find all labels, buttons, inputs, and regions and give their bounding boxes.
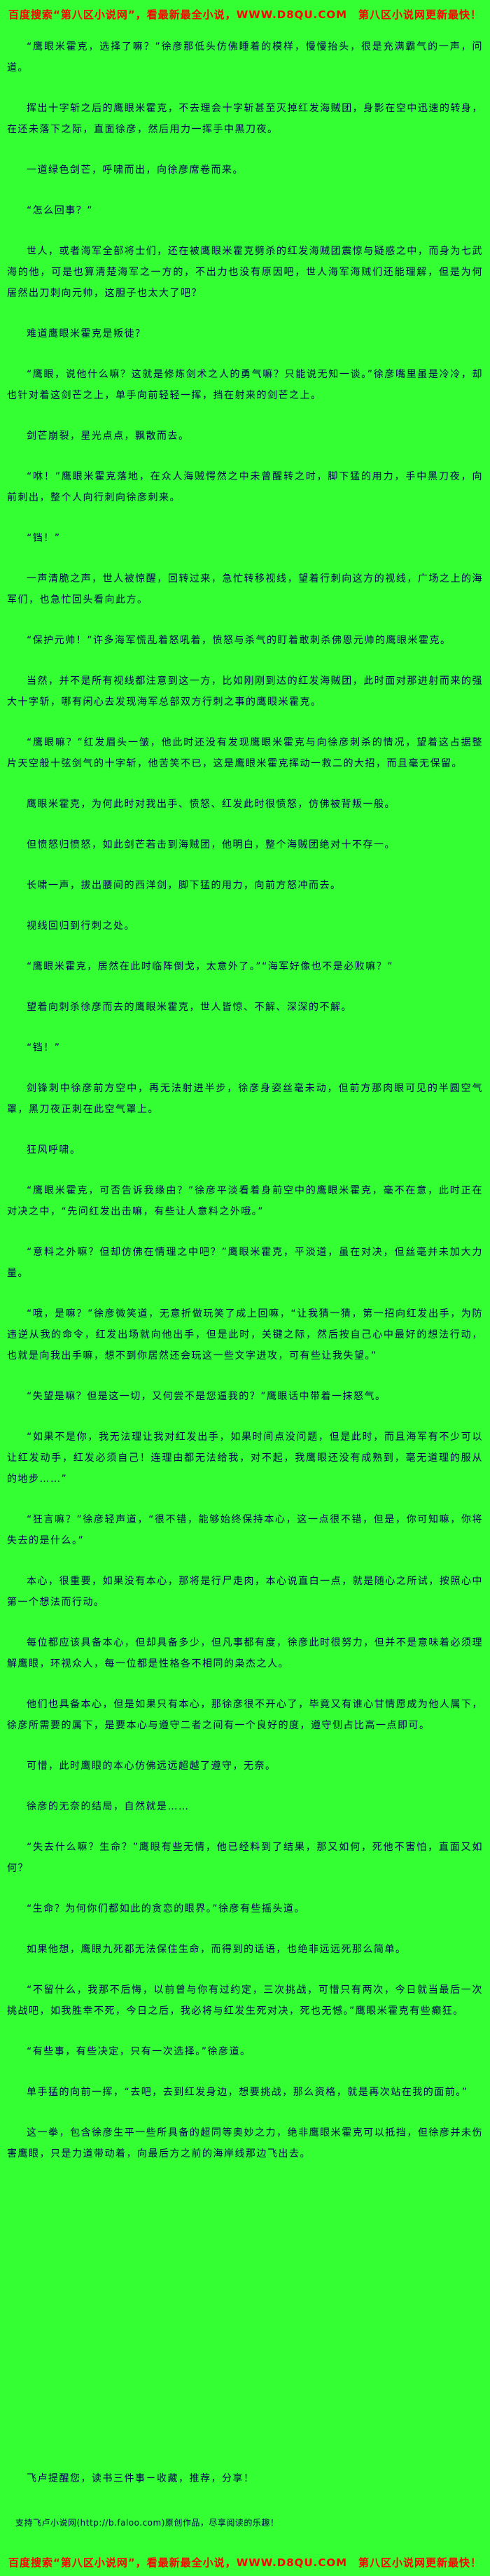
paragraph: “狂言嘛？”徐彦轻声道，“很不错，能够始终保持本心，这一点很不错，但是，你可知嘛… <box>7 1514 483 1546</box>
paragraph: 世人，或者海军全部将士们，还在被鹰眼米霍克劈杀的红发海贼团震惊与疑惑之中，而身为… <box>7 246 483 299</box>
paragraph: 本心，很重要，如果没有本心，那将是行尸走肉，本心说直白一点，就是随心之所试，按照… <box>7 1576 483 1608</box>
paragraph: “鹰眼，说他什么嘛？这就是修炼剑术之人的勇气嘛？只能说无知一谈。”徐彦嘴里虽是冷… <box>7 369 483 401</box>
paragraph: “铛！” <box>27 1042 61 1054</box>
paragraph: 但愤怒归愤怒，如此剑芒若击到海贼团，他明白，整个海贼团绝对十不存一。 <box>27 839 396 850</box>
page-footer: 飞卢提醒您，读书三件事－收藏，推荐，分享！ 支持飞卢小说网(http://b.f… <box>7 2463 483 2572</box>
paragraph: 剑锋刺中徐彦前方空中，再无法射进半步，徐彦身姿丝毫未动，但前方那肉眼可见的半圆空… <box>7 1083 483 1115</box>
top-ad-banner: 百度搜索“第八区小说网”，看最新最全小说，WWW.D8QU.COM 第八区小说网… <box>8 8 482 21</box>
paragraph: “失望是嘛？但是这一切，又何尝不是您逼我的？”鹰眼话中带着一抹怒气。 <box>27 1391 386 1402</box>
paragraph: 狂风呼啸。 <box>27 1144 81 1156</box>
paragraph: “咻！”鹰眼米霍克落地，在众人海贼愕然之中未曾醒转之时，脚下猛的用力，手中黑刀夜… <box>7 471 483 503</box>
paragraph: 难道鹰眼米霍克是叛徒？ <box>27 328 146 340</box>
paragraph: 长啸一声，拔出腰间的西洋剑，脚下猛的用力，向前方怒冲而去。 <box>27 880 342 891</box>
paragraph: “鹰眼米霍克，居然在此时临阵倒戈，太意外了。”“海军好像也不是必败嘛？” <box>27 961 394 972</box>
paragraph: 当然，并不是所有视线都注意到这一方，比如刚刚到达的红发海贼团，此时面对那进射而来… <box>7 676 483 708</box>
paragraph: 望着向刺杀徐彦而去的鹰眼米霍克，世人皆惊、不解、深深的不解。 <box>27 1002 352 1013</box>
paragraph: “失去什么嘛？生命？”鹰眼有些无情，他已经料到了结果，那又如何，死他不害怕，直面… <box>7 1842 483 1874</box>
paragraph: 单手猛的向前一挥，“去吧，去到红发身边，想要挑战，那么资格，就是再次站在我的面前… <box>27 2087 468 2098</box>
paragraph: “不留什么，我那不后悔，以前曾与你有过约定，三次挑战，可惜只有两次，今日就当最后… <box>7 1984 483 2017</box>
paragraph: 每位都应该具备本心，但却具备多少，但凡事都有度，徐彦此时很努力，但并不是意味着必… <box>7 1637 483 1670</box>
paragraph: “生命？为何你们都如此的贪恋的眼界。”徐彦有些摇头道。 <box>27 1903 306 1914</box>
paragraph: “铛！” <box>27 533 61 544</box>
paragraph: 一声清脆之声，世人被惊醒，回转过来，急忙转移视线，望着行刺向这方的视线，广场之上… <box>7 573 483 606</box>
paragraph: “保护元帅！”许多海军慌乱着怒吼着，愤怒与杀气的盯着敢刺杀佛恩元帅的鹰眼米霍克。 <box>27 635 451 646</box>
paragraph: 挥出十字斩之后的鹰眼米霍克，不去理会十字斩甚至灭掉红发海贼团，身影在空中迅速的转… <box>7 103 483 135</box>
paragraph: 如果他想，鹰眼九死都无法保住生命，而得到的话语，也绝非远远死那么简单。 <box>27 1944 407 1955</box>
bottom-ad-banner: 百度搜索“第八区小说网”，看最新最全小说，WWW.D8QU.COM 第八区小说网… <box>8 2556 482 2569</box>
paragraph: “鹰眼米霍克，选择了嘛？”徐彦那低头仿佛睡着的模样，慢慢抬头，很是充满霸气的一声… <box>7 41 483 74</box>
paragraph: “有些事，有些决定，只有一次选择。”徐彦道。 <box>27 2046 251 2057</box>
paragraph: 这一拳，包含徐彦生平一些所具备的超同等奥妙之力，绝非鹰眼米霍克可以抵挡，但徐彦并… <box>7 2127 483 2160</box>
paragraph: “哦，是嘛？”徐彦微笑道，无意折做玩笑了成上回嘛，“让我猜一猜，第一招向红发出手… <box>7 1308 483 1362</box>
novel-content: “鹰眼米霍克，选择了嘛？”徐彦那低头仿佛睡着的模样，慢慢抬头，很是充满霸气的一声… <box>7 36 483 2184</box>
paragraph: 徐彦的无奈的结局，自然就是…… <box>27 1801 190 1812</box>
paragraph: 鹰眼米霍克，为何此时对我出手、愤怒、红发此时很愤怒，仿佛被背叛一般。 <box>27 799 396 810</box>
faloo-link-line: 支持飞卢小说网(http://b.faloo.com)原创作品，尽享阅读的乐趣！ <box>15 2518 279 2528</box>
paragraph: 视线回归到行刺之处。 <box>27 920 135 932</box>
paragraph: “怎么回事？” <box>27 205 94 216</box>
paragraph: 可惜，此时鹰眼的本心仿佛远远超越了遵守，无奈。 <box>27 1760 276 1772</box>
paragraph: 他们也具备本心，但是如果只有本心，那徐彦很不开心了，毕竟又有谁心甘情愿成为他人属… <box>7 1699 483 1731</box>
paragraph: “鹰眼嘛？”红发眉头一皱，他此时还没有发现鹰眼米霍克与向徐彦刺杀的情况，望着这占… <box>7 737 483 769</box>
faloo-reminder: 飞卢提醒您，读书三件事－收藏，推荐，分享！ <box>27 2473 255 2484</box>
paragraph: “鹰眼米霍克，可否告诉我缘由？”徐彦平淡看着身前空中的鹰眼米霍克，毫不在意，此时… <box>7 1185 483 1217</box>
paragraph: 剑芒崩裂，星光点点，飘散而去。 <box>27 430 190 442</box>
paragraph: 一道绿色剑芒，呼啸而出，向徐彦席卷而来。 <box>27 164 244 176</box>
paragraph: “如果不是你，我无法理让我对红发出手，如果时间点没问题，但是此时，而且海军有不少… <box>7 1432 483 1485</box>
paragraph: “意料之外嘛？但却仿佛在情理之中吧？”鹰眼米霍克，平淡道，虽在对决，但丝毫并未加… <box>7 1247 483 1279</box>
